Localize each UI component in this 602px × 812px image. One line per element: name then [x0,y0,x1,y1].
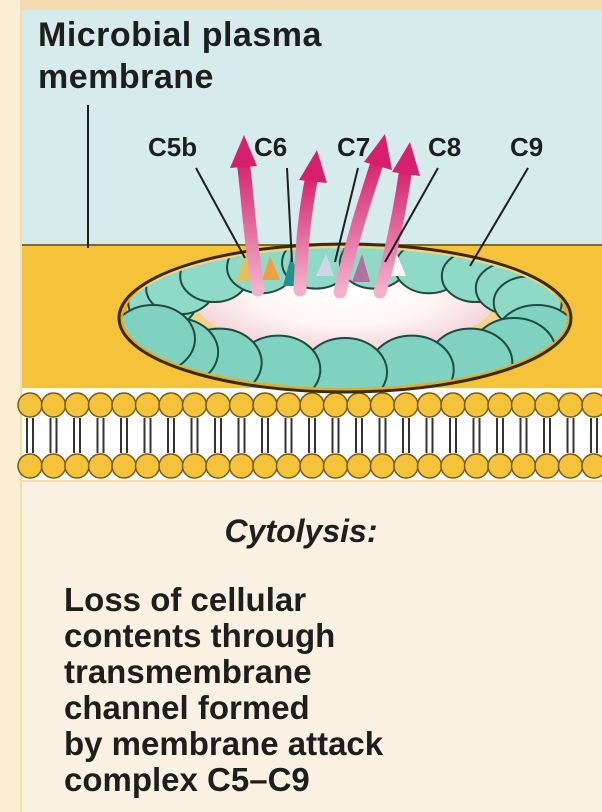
label-c5b: C5b [148,132,197,163]
label-c7: C7 [337,132,370,163]
caption-line-6: complex C5–C9 [64,762,310,798]
title-line-2: membrane [38,58,214,97]
caption-line-3: transmembrane [64,654,312,690]
label-c6: C6 [254,132,287,163]
caption-line-1: Loss of cellular [64,582,306,618]
title-line-1: Microbial plasma [38,16,322,55]
label-c9: C9 [510,132,543,163]
lipid-bilayer [18,388,602,480]
caption-line-5: by membrane attack [64,726,383,762]
caption-title: Cytolysis: [0,513,602,550]
caption-line-4: channel formed [64,690,310,726]
label-c8: C8 [428,132,461,163]
caption-line-2: contents through [64,618,335,654]
